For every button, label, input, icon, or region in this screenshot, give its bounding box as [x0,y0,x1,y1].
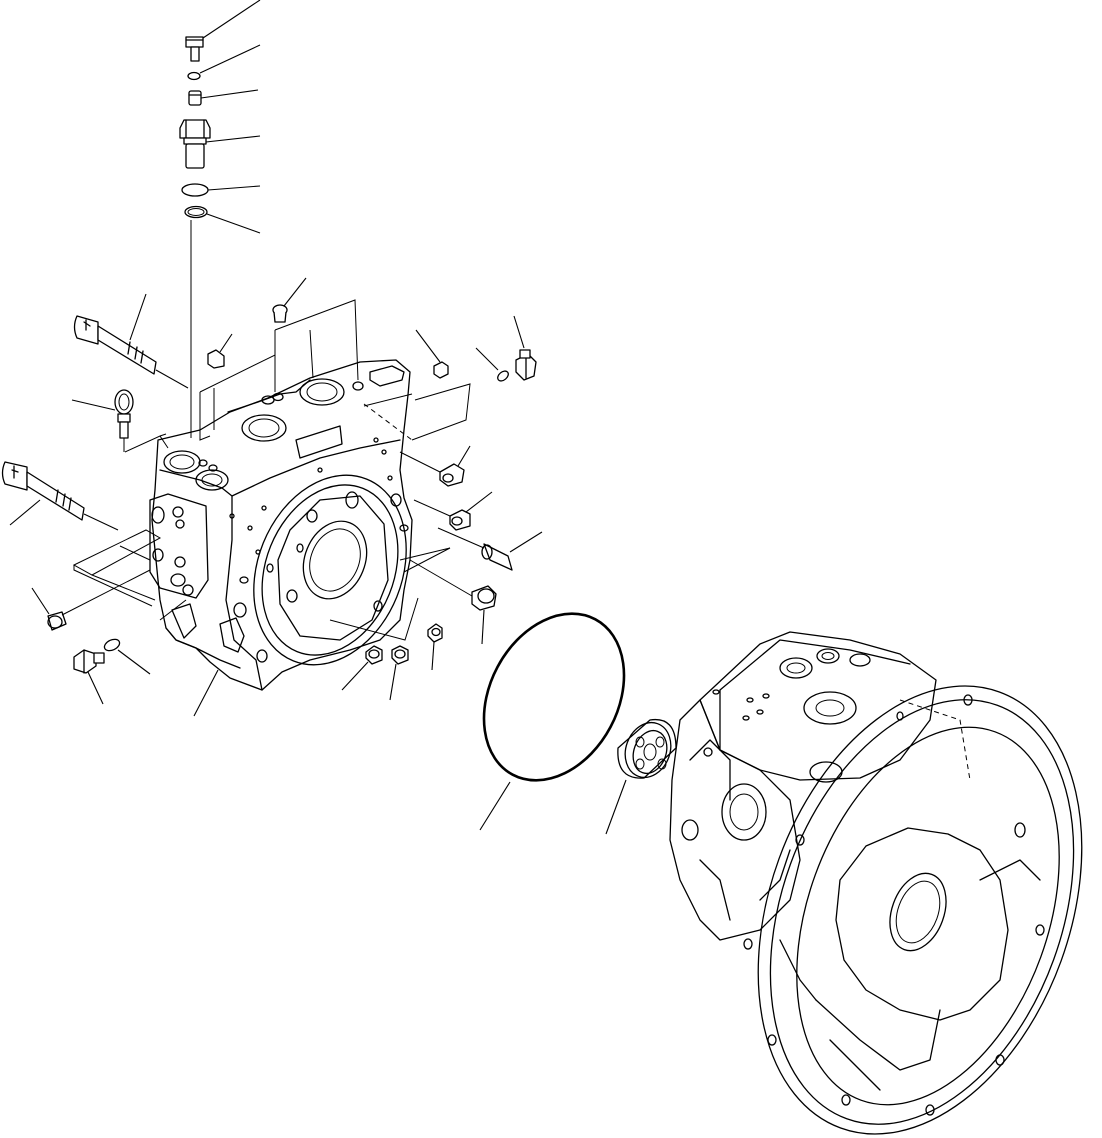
bottom-plug-2 [389,645,409,701]
upper-left-socket-plug [207,333,233,369]
pump-case-body [149,359,413,691]
top-o-ring-lower [184,205,208,219]
top-stack-leader-lines [199,0,261,234]
pump-mounting-flange [743,685,1083,1135]
upper-right-socket-plug [415,329,449,379]
far-right-o-ring [475,347,509,382]
right-plug-2 [413,491,493,531]
right-large-plug [409,559,497,645]
right-dowel-pin [437,527,543,571]
top-plug-bolt [185,36,204,62]
coupling [605,718,677,835]
bottom-left-bolt [73,649,105,705]
upper-long-bolt [73,293,189,389]
top-valve-plug [179,119,211,169]
top-o-ring-upper [181,183,209,197]
assembly-guide-lines [72,299,471,641]
top-socket-plug [272,277,307,323]
top-orifice-plug [188,90,202,106]
bottom-plug-3 [427,623,443,671]
bottom-left-o-ring [103,638,151,675]
large-o-ring [479,612,626,831]
far-right-bolt [513,315,537,381]
pump-housing-body [669,631,971,941]
right-plug-1 [399,445,471,487]
eyebolt [71,389,134,452]
top-small-o-ring [187,71,201,81]
left-small-plug [31,569,151,631]
case-bottom-leader [193,669,219,717]
bottom-plug-1 [341,645,383,691]
lower-long-bolt [1,461,119,531]
case-mounting-flange [253,474,407,666]
